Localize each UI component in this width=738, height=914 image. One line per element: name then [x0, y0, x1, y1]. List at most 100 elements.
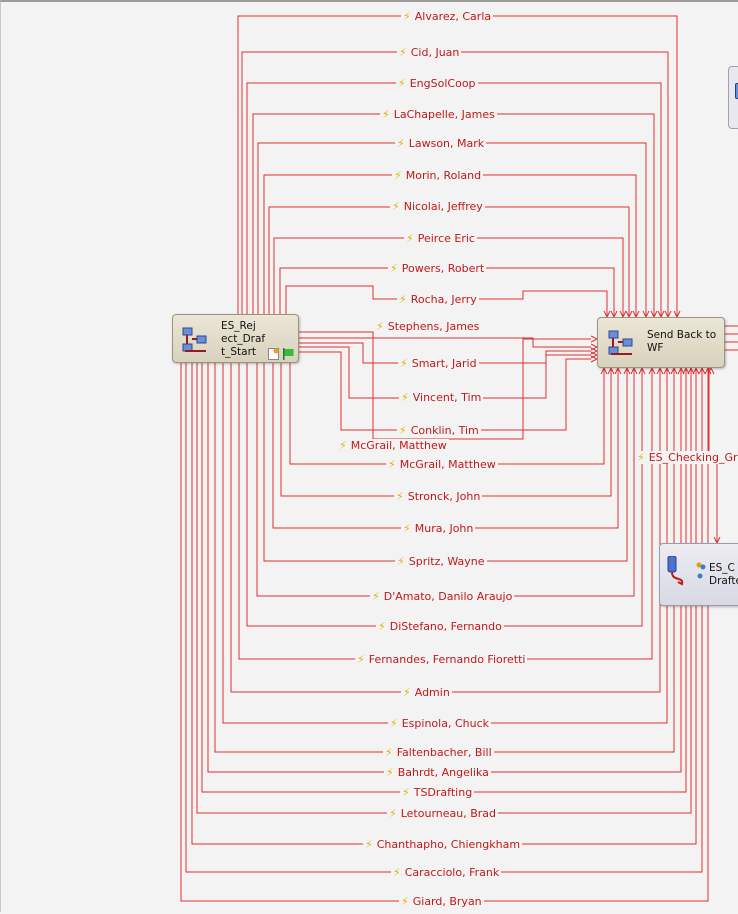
edge-label-text: Cid, Juan — [410, 46, 460, 59]
edge-label[interactable]: ⚡Caracciolo, Frank — [391, 866, 502, 879]
edge-label[interactable]: ⚡Rocha, Jerry — [397, 293, 479, 306]
lightning-icon: ⚡ — [398, 77, 406, 90]
edge-label-text: Smart, Jarid — [411, 357, 477, 370]
edge-label[interactable]: ⚡Cid, Juan — [397, 46, 462, 59]
edge-label[interactable]: ⚡Stephens, James — [374, 320, 482, 333]
edge-label[interactable]: ⚡EngSolCoop — [396, 77, 478, 90]
edge-arrowhead — [692, 366, 700, 375]
lightning-icon: ⚡ — [388, 458, 396, 471]
edge-label-text: Alvarez, Carla — [414, 10, 492, 23]
edge-label[interactable]: ⚡LaChapelle, James — [380, 108, 497, 121]
group-icon — [696, 562, 706, 579]
edge-label[interactable]: ⚡Letourneau, Brad — [387, 807, 499, 820]
edge-label[interactable]: ⚡ES_Checking_Gr — [635, 451, 738, 464]
edge-arrowhead — [687, 366, 695, 375]
edge-label[interactable]: ⚡Powers, Robert — [388, 262, 487, 275]
edge-label[interactable]: ⚡Peirce Eric — [404, 232, 477, 245]
edge-label[interactable]: ⚡Spritz, Wayne — [395, 555, 487, 568]
edge-arrowhead — [648, 366, 656, 375]
edge-label[interactable]: ⚡Vincent, Tim — [399, 391, 484, 404]
edge-label-text: Giard, Bryan — [412, 895, 482, 908]
start-node[interactable]: ES_Rej ect_Draf t_Start — [172, 314, 299, 363]
edge-arrowhead — [638, 366, 646, 375]
edge-label-text: McGrail, Matthew — [399, 458, 496, 471]
send-back-line-1: Send Back to — [647, 329, 717, 341]
edge-label[interactable]: ⚡McGrail, Matthew — [386, 458, 498, 471]
lightning-icon: ⚡ — [372, 590, 380, 603]
lightning-icon: ⚡ — [396, 490, 404, 503]
edge-arrowhead — [677, 366, 685, 375]
edge-arrowhead — [698, 366, 706, 375]
lightning-icon: ⚡ — [385, 746, 393, 759]
lightning-icon: ⚡ — [393, 866, 401, 879]
lightning-icon: ⚡ — [376, 320, 384, 333]
edge-arrowhead — [600, 366, 608, 375]
edge-line — [299, 331, 591, 440]
edge-label-text: Stronck, John — [407, 490, 481, 503]
edge-label-text: Espinola, Chuck — [401, 717, 489, 730]
edge-label[interactable]: ⚡TSDrafting — [400, 786, 475, 799]
edge-label[interactable]: ⚡DiStefano, Fernando — [376, 620, 504, 633]
edge-label[interactable]: ⚡Espinola, Chuck — [388, 717, 491, 730]
edge-label[interactable]: ⚡Alvarez, Carla — [401, 10, 494, 23]
lightning-icon: ⚡ — [406, 232, 414, 245]
partial-node-edge — [728, 66, 738, 129]
edge-arrowhead — [704, 366, 712, 375]
flag-icon — [283, 348, 294, 360]
edge-label[interactable]: ⚡Stronck, John — [394, 490, 483, 503]
process-icon — [608, 330, 633, 355]
lightning-icon: ⚡ — [378, 620, 386, 633]
edge-label-text: Faltenbacher, Bill — [396, 746, 492, 759]
edge-label-text: LaChapelle, James — [393, 108, 495, 121]
edge-label[interactable]: ⚡Faltenbacher, Bill — [383, 746, 494, 759]
edge-label[interactable]: ⚡McGrail, Matthew — [337, 439, 449, 452]
lightning-icon: ⚡ — [390, 717, 398, 730]
edge-label-text: Peirce Eric — [417, 232, 475, 245]
lightning-icon: ⚡ — [392, 200, 400, 213]
edge-label[interactable]: ⚡Lawson, Mark — [395, 137, 487, 150]
edge-label-text: Nicolai, Jeffrey — [403, 200, 483, 213]
lightning-icon: ⚡ — [399, 46, 407, 59]
edge-label[interactable]: ⚡Smart, Jarid — [398, 357, 479, 370]
edge-arrowhead — [707, 366, 715, 375]
edge-label-text: Powers, Robert — [401, 262, 485, 275]
lightning-icon: ⚡ — [397, 137, 405, 150]
edge-label[interactable]: ⚡Giard, Bryan — [399, 895, 484, 908]
process-icon — [182, 327, 207, 352]
send-back-node[interactable]: Send Back to WF — [597, 317, 725, 368]
edge-label-text: Lawson, Mark — [408, 137, 485, 150]
edge-label-text: Fernandes, Fernando Fioretti — [368, 653, 526, 666]
edge-label-text: EngSolCoop — [409, 77, 476, 90]
checking-node[interactable]: ES_C Drafte — [659, 543, 738, 606]
edge-arrowhead — [614, 366, 622, 375]
edge-label[interactable]: ⚡Morin, Roland — [392, 169, 484, 182]
edge-label-text: Stephens, James — [387, 320, 480, 333]
device-icon — [667, 556, 684, 586]
lightning-icon: ⚡ — [390, 262, 398, 275]
edge-label[interactable]: ⚡D'Amato, Danilo Araujo — [370, 590, 515, 603]
edge-label-text: Morin, Roland — [405, 169, 482, 182]
edge-label[interactable]: ⚡Admin — [401, 686, 452, 699]
edge-label-text: ES_Checking_Gr — [648, 451, 738, 464]
lightning-icon: ⚡ — [397, 555, 405, 568]
edge-label[interactable]: ⚡Conklin, Tim — [397, 424, 481, 437]
edge-label[interactable]: ⚡Chanthapho, Chiengkham — [363, 838, 523, 851]
edge-label-text: McGrail, Matthew — [350, 439, 447, 452]
lightning-icon: ⚡ — [401, 895, 409, 908]
edge-label[interactable]: ⚡Bahrdt, Angelika — [384, 766, 491, 779]
edge-label-text: Rocha, Jerry — [410, 293, 477, 306]
send-back-line-2: WF — [647, 342, 664, 354]
edge-label-text: Admin — [414, 686, 450, 699]
edge-label[interactable]: ⚡Fernandes, Fernando Fioretti — [355, 653, 528, 666]
lightning-icon: ⚡ — [399, 293, 407, 306]
edge-arrowhead — [607, 366, 615, 375]
lightning-icon: ⚡ — [400, 357, 408, 370]
edge-label[interactable]: ⚡Nicolai, Jeffrey — [390, 200, 485, 213]
edge-label-text: Conklin, Tim — [410, 424, 479, 437]
edge-label[interactable]: ⚡Mura, John — [401, 522, 476, 535]
lightning-icon: ⚡ — [403, 522, 411, 535]
edge-arrowhead — [663, 366, 671, 375]
note-icon — [268, 348, 279, 360]
edge-arrowhead — [670, 366, 678, 375]
